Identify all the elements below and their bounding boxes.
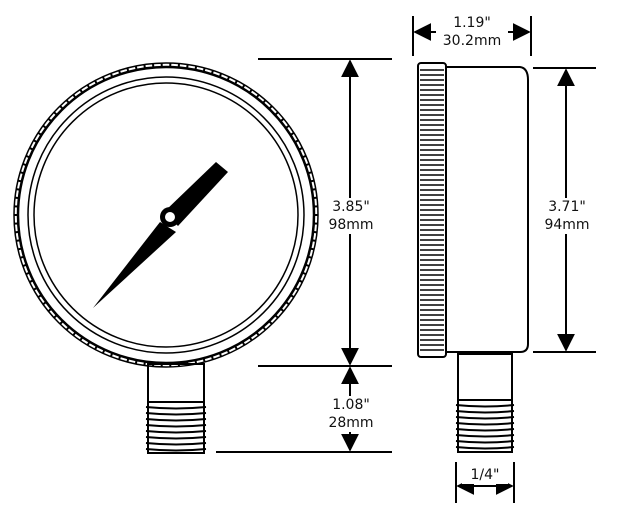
depth-label: 1.19" 30.2mm (436, 14, 508, 50)
needle-pivot-cap (165, 212, 175, 222)
front-stem-neck (148, 364, 204, 402)
depth-mm: 30.2mm (436, 32, 508, 50)
stem-length-label: 1.08" 28mm (326, 396, 376, 432)
case-height-inches: 3.71" (542, 198, 592, 216)
front-stem-threads (146, 402, 206, 453)
stem-length-inches: 1.08" (326, 396, 376, 414)
dial-diameter-mm: 98mm (326, 216, 376, 234)
side-stem-threads (456, 400, 514, 452)
depth-inches: 1.19" (436, 14, 508, 32)
stem-length-mm: 28mm (326, 414, 376, 432)
front-view (14, 63, 318, 453)
dial-diameter-label: 3.85" 98mm (326, 198, 376, 234)
side-stem-neck (458, 354, 512, 400)
thread-size-inches: 1/4" (462, 466, 508, 484)
dial-diameter-inches: 3.85" (326, 198, 376, 216)
side-case (444, 67, 528, 352)
thread-size-label: 1/4" (462, 466, 508, 484)
case-height-label: 3.71" 94mm (542, 198, 592, 234)
side-view (418, 63, 528, 452)
case-height-mm: 94mm (542, 216, 592, 234)
side-thread-body (458, 400, 512, 452)
